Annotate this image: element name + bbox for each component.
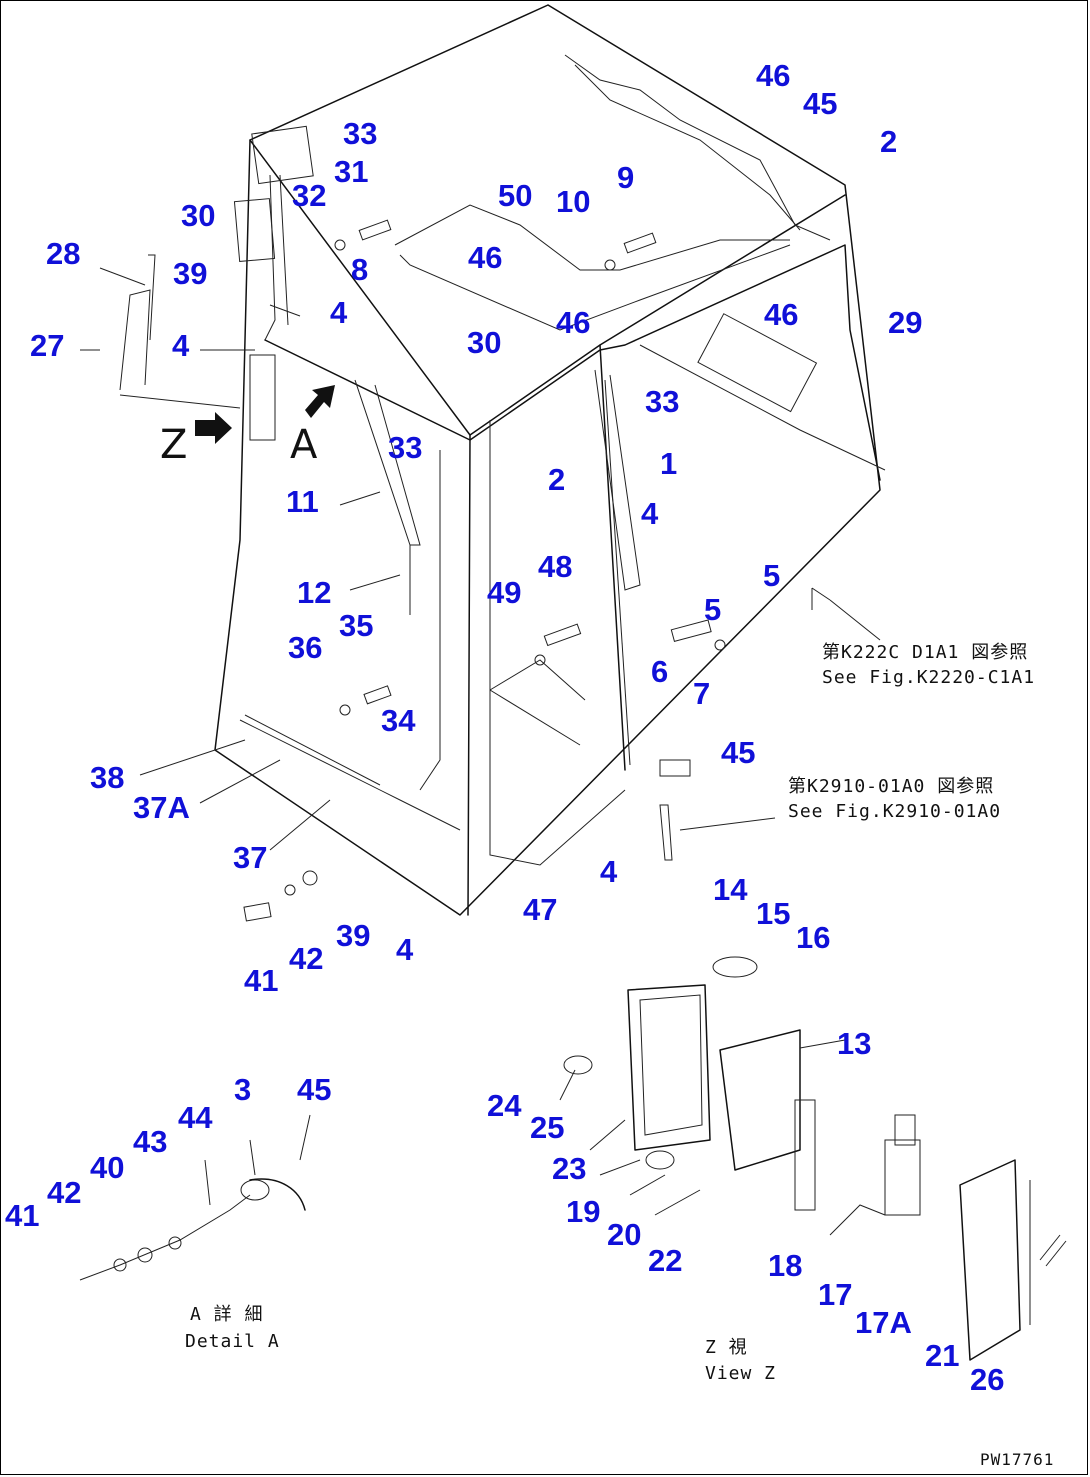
callout-2: 2 — [548, 462, 566, 497]
callout-13: 13 — [837, 1026, 872, 1061]
callout-45: 45 — [803, 86, 838, 121]
callout-33: 33 — [645, 384, 680, 419]
callout-44: 44 — [178, 1100, 213, 1135]
callout-36: 36 — [288, 630, 323, 665]
callout-23: 23 — [552, 1151, 587, 1186]
detail-a-caption-jp: A 詳 細 — [190, 1304, 264, 1325]
callout-6: 6 — [651, 654, 669, 689]
view-letter-a: A — [290, 422, 318, 468]
callout-4: 4 — [172, 328, 190, 363]
callout-12: 12 — [297, 575, 332, 610]
leader-lines — [80, 267, 881, 1216]
callout-20: 20 — [607, 1217, 642, 1252]
callout-4: 4 — [330, 295, 348, 330]
reference-note-k2220-jp: 第K222C D1A1 図参照 — [822, 642, 1029, 663]
callout-48: 48 — [538, 549, 573, 584]
detail-a-assembly — [79, 1178, 306, 1281]
view-z-caption-en: View Z — [705, 1363, 777, 1384]
callout-33: 33 — [388, 430, 423, 465]
callout-30: 30 — [467, 325, 502, 360]
callout-27: 27 — [30, 328, 65, 363]
callout-37a: 37A — [133, 790, 190, 825]
roof-rails — [233, 54, 886, 471]
callout-38: 38 — [90, 760, 125, 795]
callout-24: 24 — [487, 1088, 522, 1123]
callout-30: 30 — [181, 198, 216, 233]
callout-15: 15 — [756, 896, 791, 931]
callout-11: 11 — [286, 484, 319, 519]
callout-4: 4 — [641, 496, 659, 531]
callout-4: 4 — [600, 854, 618, 889]
callout-43: 43 — [133, 1124, 168, 1159]
callout-40: 40 — [90, 1150, 125, 1185]
callout-10: 10 — [556, 184, 591, 219]
callout-42: 42 — [47, 1175, 82, 1210]
loose-parts — [119, 219, 726, 922]
callout-34: 34 — [381, 703, 416, 738]
detail-a-caption-en: Detail A — [185, 1331, 280, 1352]
reference-note-k2220-en: See Fig.K2220-C1A1 — [822, 667, 1036, 688]
callout-14: 14 — [713, 872, 748, 907]
callout-46: 46 — [764, 297, 799, 332]
callout-45: 45 — [297, 1072, 332, 1107]
callout-49: 49 — [487, 575, 522, 610]
callout-3: 3 — [234, 1072, 252, 1107]
drawing-number: PW17761 — [980, 1450, 1055, 1469]
callout-5: 5 — [704, 592, 722, 627]
callout-8: 8 — [351, 252, 369, 287]
callout-4: 4 — [396, 932, 414, 967]
callout-46: 46 — [468, 240, 503, 275]
cab-outline — [214, 4, 881, 916]
callout-46: 46 — [556, 305, 591, 340]
callout-1: 1 — [660, 446, 678, 481]
callout-5: 5 — [763, 558, 781, 593]
callout-41: 41 — [244, 963, 279, 998]
callout-35: 35 — [339, 608, 374, 643]
callout-39: 39 — [173, 256, 208, 291]
view-z-assembly — [563, 956, 1067, 1361]
callout-32: 32 — [292, 178, 327, 213]
callout-16: 16 — [796, 920, 831, 955]
callout-28: 28 — [46, 236, 81, 271]
reference-note-k2910-en: See Fig.K2910-01A0 — [788, 801, 1002, 822]
callout-31: 31 — [334, 154, 369, 189]
callout-9: 9 — [617, 160, 635, 195]
callout-50: 50 — [498, 178, 533, 213]
callout-21: 21 — [925, 1338, 960, 1373]
callout-41: 41 — [5, 1198, 40, 1233]
callout-37: 37 — [233, 840, 268, 875]
reference-note-k2910-jp: 第K2910-01A0 図参照 — [788, 776, 995, 797]
callout-17a: 17A — [855, 1305, 912, 1340]
view-z-caption-jp: Z 視 — [705, 1337, 748, 1358]
callout-46: 46 — [756, 58, 791, 93]
callout-47: 47 — [523, 892, 558, 927]
pillars — [239, 174, 641, 831]
callout-26: 26 — [970, 1362, 1005, 1397]
callout-22: 22 — [648, 1243, 683, 1278]
callout-42: 42 — [289, 941, 324, 976]
callout-18: 18 — [768, 1248, 803, 1283]
callout-33: 33 — [343, 116, 378, 151]
callout-45: 45 — [721, 735, 756, 770]
callout-19: 19 — [566, 1194, 601, 1229]
callout-39: 39 — [336, 918, 371, 953]
view-arrows — [195, 385, 335, 444]
callout-17: 17 — [818, 1277, 853, 1312]
callout-7: 7 — [693, 676, 711, 711]
view-letter-z: Z — [160, 422, 188, 468]
callout-25: 25 — [530, 1110, 565, 1145]
callout-2: 2 — [880, 124, 898, 159]
callout-29: 29 — [888, 305, 923, 340]
